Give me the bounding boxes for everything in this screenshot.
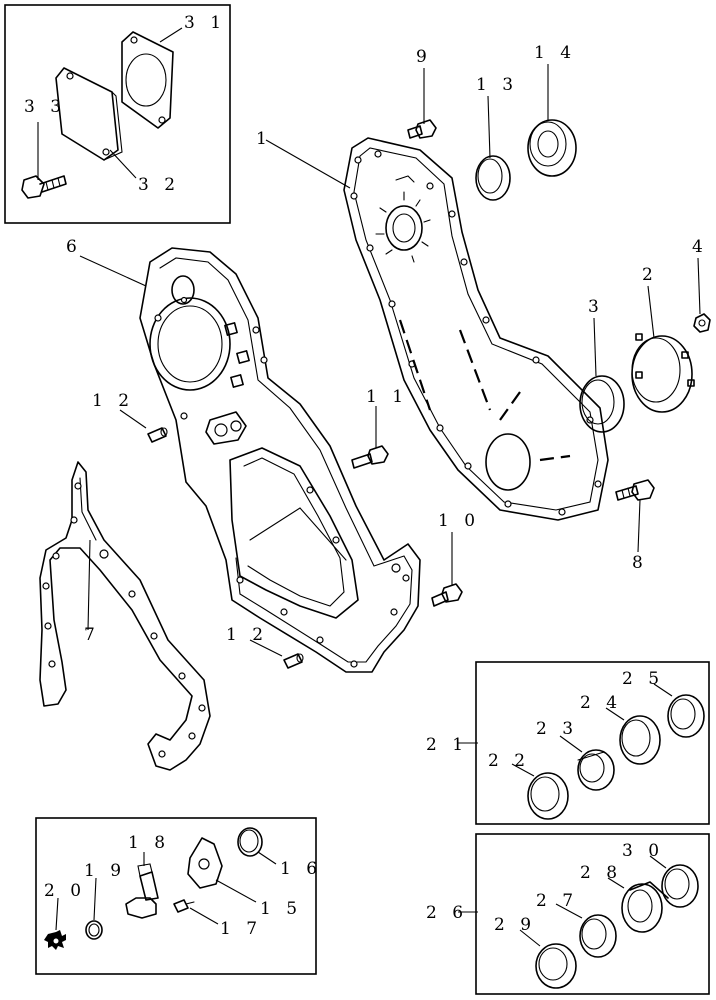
callout-19: 1 9 bbox=[84, 861, 126, 881]
leader-lines bbox=[37, 27, 701, 947]
inset-box-sensor-kit bbox=[35, 817, 317, 975]
ring-part-3 bbox=[579, 375, 625, 433]
callout-29: 2 9 bbox=[494, 915, 536, 935]
callout-12-upper: 1 2 bbox=[92, 391, 134, 411]
callout-31: 3 1 bbox=[184, 13, 226, 33]
callout-15: 1 5 bbox=[260, 899, 302, 919]
sleeve-part-28 bbox=[621, 881, 669, 933]
gasket-part-7 bbox=[39, 461, 211, 771]
ring-part-30 bbox=[661, 864, 699, 908]
callout-7: 7 bbox=[84, 625, 100, 645]
oring-part-16 bbox=[237, 827, 263, 857]
callout-3: 3 bbox=[588, 297, 604, 317]
callout-28: 2 8 bbox=[580, 863, 622, 883]
dowel-pin-part-12-lower bbox=[283, 653, 304, 669]
oring-part-19 bbox=[85, 920, 103, 940]
sensor-part-18 bbox=[125, 863, 159, 919]
sleeve-part-27 bbox=[579, 914, 617, 958]
callout-30: 3 0 bbox=[622, 841, 664, 861]
callout-32: 3 2 bbox=[138, 175, 180, 195]
cover-plate-part-32 bbox=[55, 67, 123, 161]
gear-housing-part-6 bbox=[139, 247, 421, 673]
sleeve-part-23 bbox=[577, 749, 615, 791]
callout-1: 1 bbox=[256, 129, 272, 149]
bolt-part-10 bbox=[431, 583, 463, 607]
callout-13: 1 3 bbox=[476, 75, 518, 95]
inset-box-seal-kit-21 bbox=[475, 661, 710, 825]
timing-cover-part-1 bbox=[343, 137, 609, 521]
callout-17: 1 7 bbox=[220, 919, 262, 939]
seal-part-14 bbox=[527, 119, 577, 177]
callout-2: 2 bbox=[642, 265, 658, 285]
seal-part-24 bbox=[619, 715, 661, 765]
callout-20: 2 0 bbox=[44, 881, 86, 901]
callout-23: 2 3 bbox=[536, 719, 578, 739]
callout-8: 8 bbox=[632, 553, 648, 573]
ring-part-22 bbox=[527, 772, 569, 820]
callout-9: 9 bbox=[416, 47, 432, 67]
callout-12-lower: 1 2 bbox=[226, 625, 268, 645]
bolt-part-9 bbox=[407, 119, 437, 139]
dowel-pin-part-12-upper bbox=[147, 427, 168, 443]
cover-part-2 bbox=[631, 333, 695, 413]
callout-27: 2 7 bbox=[536, 891, 578, 911]
bolt-part-11 bbox=[351, 445, 389, 469]
callout-4: 4 bbox=[692, 237, 708, 257]
callout-14: 1 4 bbox=[534, 43, 576, 63]
callout-33: 3 3 bbox=[24, 97, 66, 117]
callout-18: 1 8 bbox=[128, 833, 170, 853]
ring-part-13 bbox=[475, 155, 511, 201]
ring-part-29 bbox=[535, 943, 577, 989]
inset-box-plate-kit bbox=[4, 4, 231, 224]
bolt-part-33 bbox=[21, 175, 67, 199]
callout-21: 2 1 bbox=[426, 735, 468, 755]
callout-25: 2 5 bbox=[622, 669, 664, 689]
washer-part-20 bbox=[44, 930, 66, 950]
callout-10: 1 0 bbox=[438, 511, 480, 531]
callout-24: 2 4 bbox=[580, 693, 622, 713]
callout-22: 2 2 bbox=[488, 751, 530, 771]
callout-11: 1 1 bbox=[366, 387, 408, 407]
callout-26: 2 6 bbox=[426, 903, 468, 923]
ring-part-25 bbox=[667, 694, 705, 738]
screw-part-17 bbox=[173, 899, 195, 913]
bolt-part-8 bbox=[615, 479, 655, 501]
gasket-part-31 bbox=[121, 31, 174, 129]
nut-part-4 bbox=[693, 313, 711, 333]
housing-part-15 bbox=[187, 837, 223, 889]
callout-16: 1 6 bbox=[280, 859, 322, 879]
callout-6: 6 bbox=[66, 237, 82, 257]
inset-box-seal-kit-26 bbox=[475, 833, 710, 995]
